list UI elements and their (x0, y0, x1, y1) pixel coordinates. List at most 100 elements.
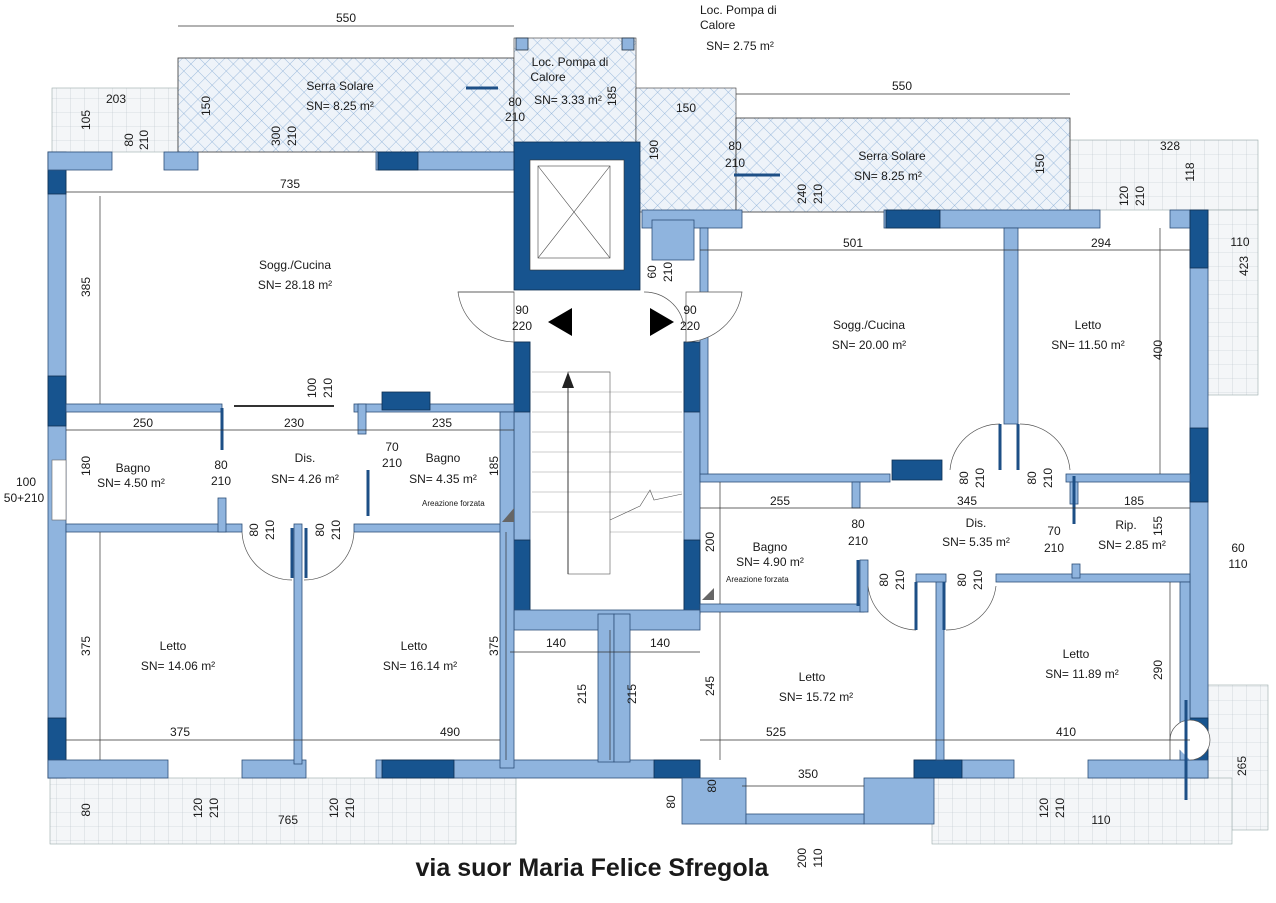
opening-width: 120 (327, 798, 341, 818)
opening-width: 60 (645, 265, 659, 279)
room-area: SN= 4.35 m² (409, 472, 477, 486)
opening-width: 70 (385, 440, 399, 454)
opening-height: 210 (382, 456, 402, 470)
dim-label: 290 (1151, 660, 1165, 680)
room-area: SN= 4.26 m² (271, 472, 339, 486)
room-area: SN= 28.18 m² (258, 278, 332, 292)
dim-label: 375 (487, 636, 501, 656)
opening-height: 210 (211, 474, 231, 488)
dim-label: 400 (1151, 340, 1165, 360)
opening-height: 210 (285, 126, 299, 146)
doors (51, 291, 1211, 800)
room-area: SN= 3.33 m² (534, 93, 602, 107)
room-area: SN= 16.14 m² (383, 659, 457, 673)
opening-width: 120 (191, 798, 205, 818)
dim-label: 550 (336, 11, 356, 25)
dim-label: 150 (199, 96, 213, 116)
dim-label: 525 (766, 725, 786, 739)
opening-height: 210 (321, 378, 335, 398)
opening-width: 80 (1025, 471, 1039, 485)
dim-label: 185 (605, 86, 619, 106)
opening-height: 210 (207, 798, 221, 818)
dim-label: 80 (79, 803, 93, 817)
dim-label: 118 (1183, 162, 1197, 181)
opening-width: 80 (247, 523, 261, 537)
opening-width: 80 (728, 139, 742, 153)
opening-width: 80 (955, 573, 969, 587)
dim-label: 235 (432, 416, 452, 430)
dim-label: 735 (280, 177, 300, 191)
opening-width: 80 (877, 573, 891, 587)
opening-height: 50+210 (4, 491, 45, 505)
opening-width: 80 (851, 517, 865, 531)
dim-label: 294 (1091, 236, 1111, 250)
opening-height: 210 (811, 184, 825, 204)
stair-core (513, 141, 701, 631)
room-name: Serra Solare (858, 149, 926, 163)
dim-label: 185 (1124, 494, 1144, 508)
dim-label: 230 (284, 416, 304, 430)
dimension-lines (66, 25, 1190, 787)
opening-height: 210 (893, 570, 907, 590)
room-name: Dis. (295, 451, 316, 465)
dim-label: 423 (1237, 256, 1251, 276)
room-name: Calore (700, 18, 736, 32)
opening-height: 210 (1053, 798, 1067, 818)
room-name: Sogg./Cucina (259, 258, 331, 272)
note-areazione: Areazione forzata (422, 499, 485, 508)
dim-label: 215 (575, 684, 589, 704)
opening-height: 210 (505, 110, 525, 124)
dim-label: 245 (703, 676, 717, 696)
terraces (49, 87, 1269, 845)
opening-width: 60 (1231, 541, 1245, 555)
opening-labels: 80 210 300 210 80 210 80 210 240 210 120… (4, 95, 1248, 868)
opening-height: 210 (137, 130, 151, 150)
opening-height: 210 (973, 468, 987, 488)
dim-label: 250 (133, 416, 153, 430)
room-area: SN= 11.50 m² (1051, 338, 1124, 352)
opening-width: 80 (214, 458, 228, 472)
opening-width: 70 (1047, 524, 1061, 538)
room-area: SN= 8.25 m² (854, 169, 922, 183)
dim-label: 155 (1151, 516, 1165, 536)
dim-label: 185 (487, 456, 501, 476)
opening-height: 210 (725, 156, 745, 170)
room-name: Bagno (426, 451, 461, 465)
opening-width: 80 (664, 795, 678, 809)
room-name: Bagno (753, 540, 788, 554)
room-name: Letto (1063, 647, 1090, 661)
dim-label: 150 (676, 101, 696, 115)
opening-width: 200 (795, 848, 809, 868)
opening-width: 80 (508, 95, 522, 109)
room-area: SN= 5.35 m² (942, 535, 1010, 549)
dim-label: 328 (1160, 139, 1180, 153)
dim-label: 765 (278, 813, 298, 827)
opening-height: 220 (680, 319, 700, 333)
dim-label: 190 (647, 140, 661, 160)
dimension-labels: 550 550 735 501 294 328 203 250 230 235 … (106, 11, 1180, 827)
opening-height: 210 (329, 520, 343, 540)
opening-height: 110 (1228, 557, 1247, 571)
room-area: SN= 4.90 m² (736, 555, 804, 569)
room-area: SN= 15.72 m² (779, 690, 853, 704)
room-name: Rip. (1115, 518, 1136, 532)
opening-height: 210 (848, 534, 868, 548)
opening-width: 90 (683, 303, 697, 317)
opening-width: 100 (16, 475, 36, 489)
dim-label: 255 (770, 494, 790, 508)
opening-width: 80 (313, 523, 327, 537)
dim-label: 140 (546, 636, 566, 650)
room-area: SN= 14.06 m² (141, 659, 215, 673)
room-area: SN= 8.25 m² (306, 99, 374, 113)
room-name: Bagno (116, 461, 151, 475)
dim-label: 345 (957, 494, 977, 508)
room-name: Sogg./Cucina (833, 318, 905, 332)
dim-label: 375 (170, 725, 190, 739)
room-name: Calore (530, 70, 566, 84)
room-name: Dis. (966, 516, 987, 530)
dim-label: 215 (625, 684, 639, 704)
note-areazione: Areazione forzata (726, 575, 789, 584)
dim-label: 110 (1230, 235, 1249, 249)
room-name: Letto (1075, 318, 1102, 332)
opening-width: 240 (795, 184, 809, 204)
